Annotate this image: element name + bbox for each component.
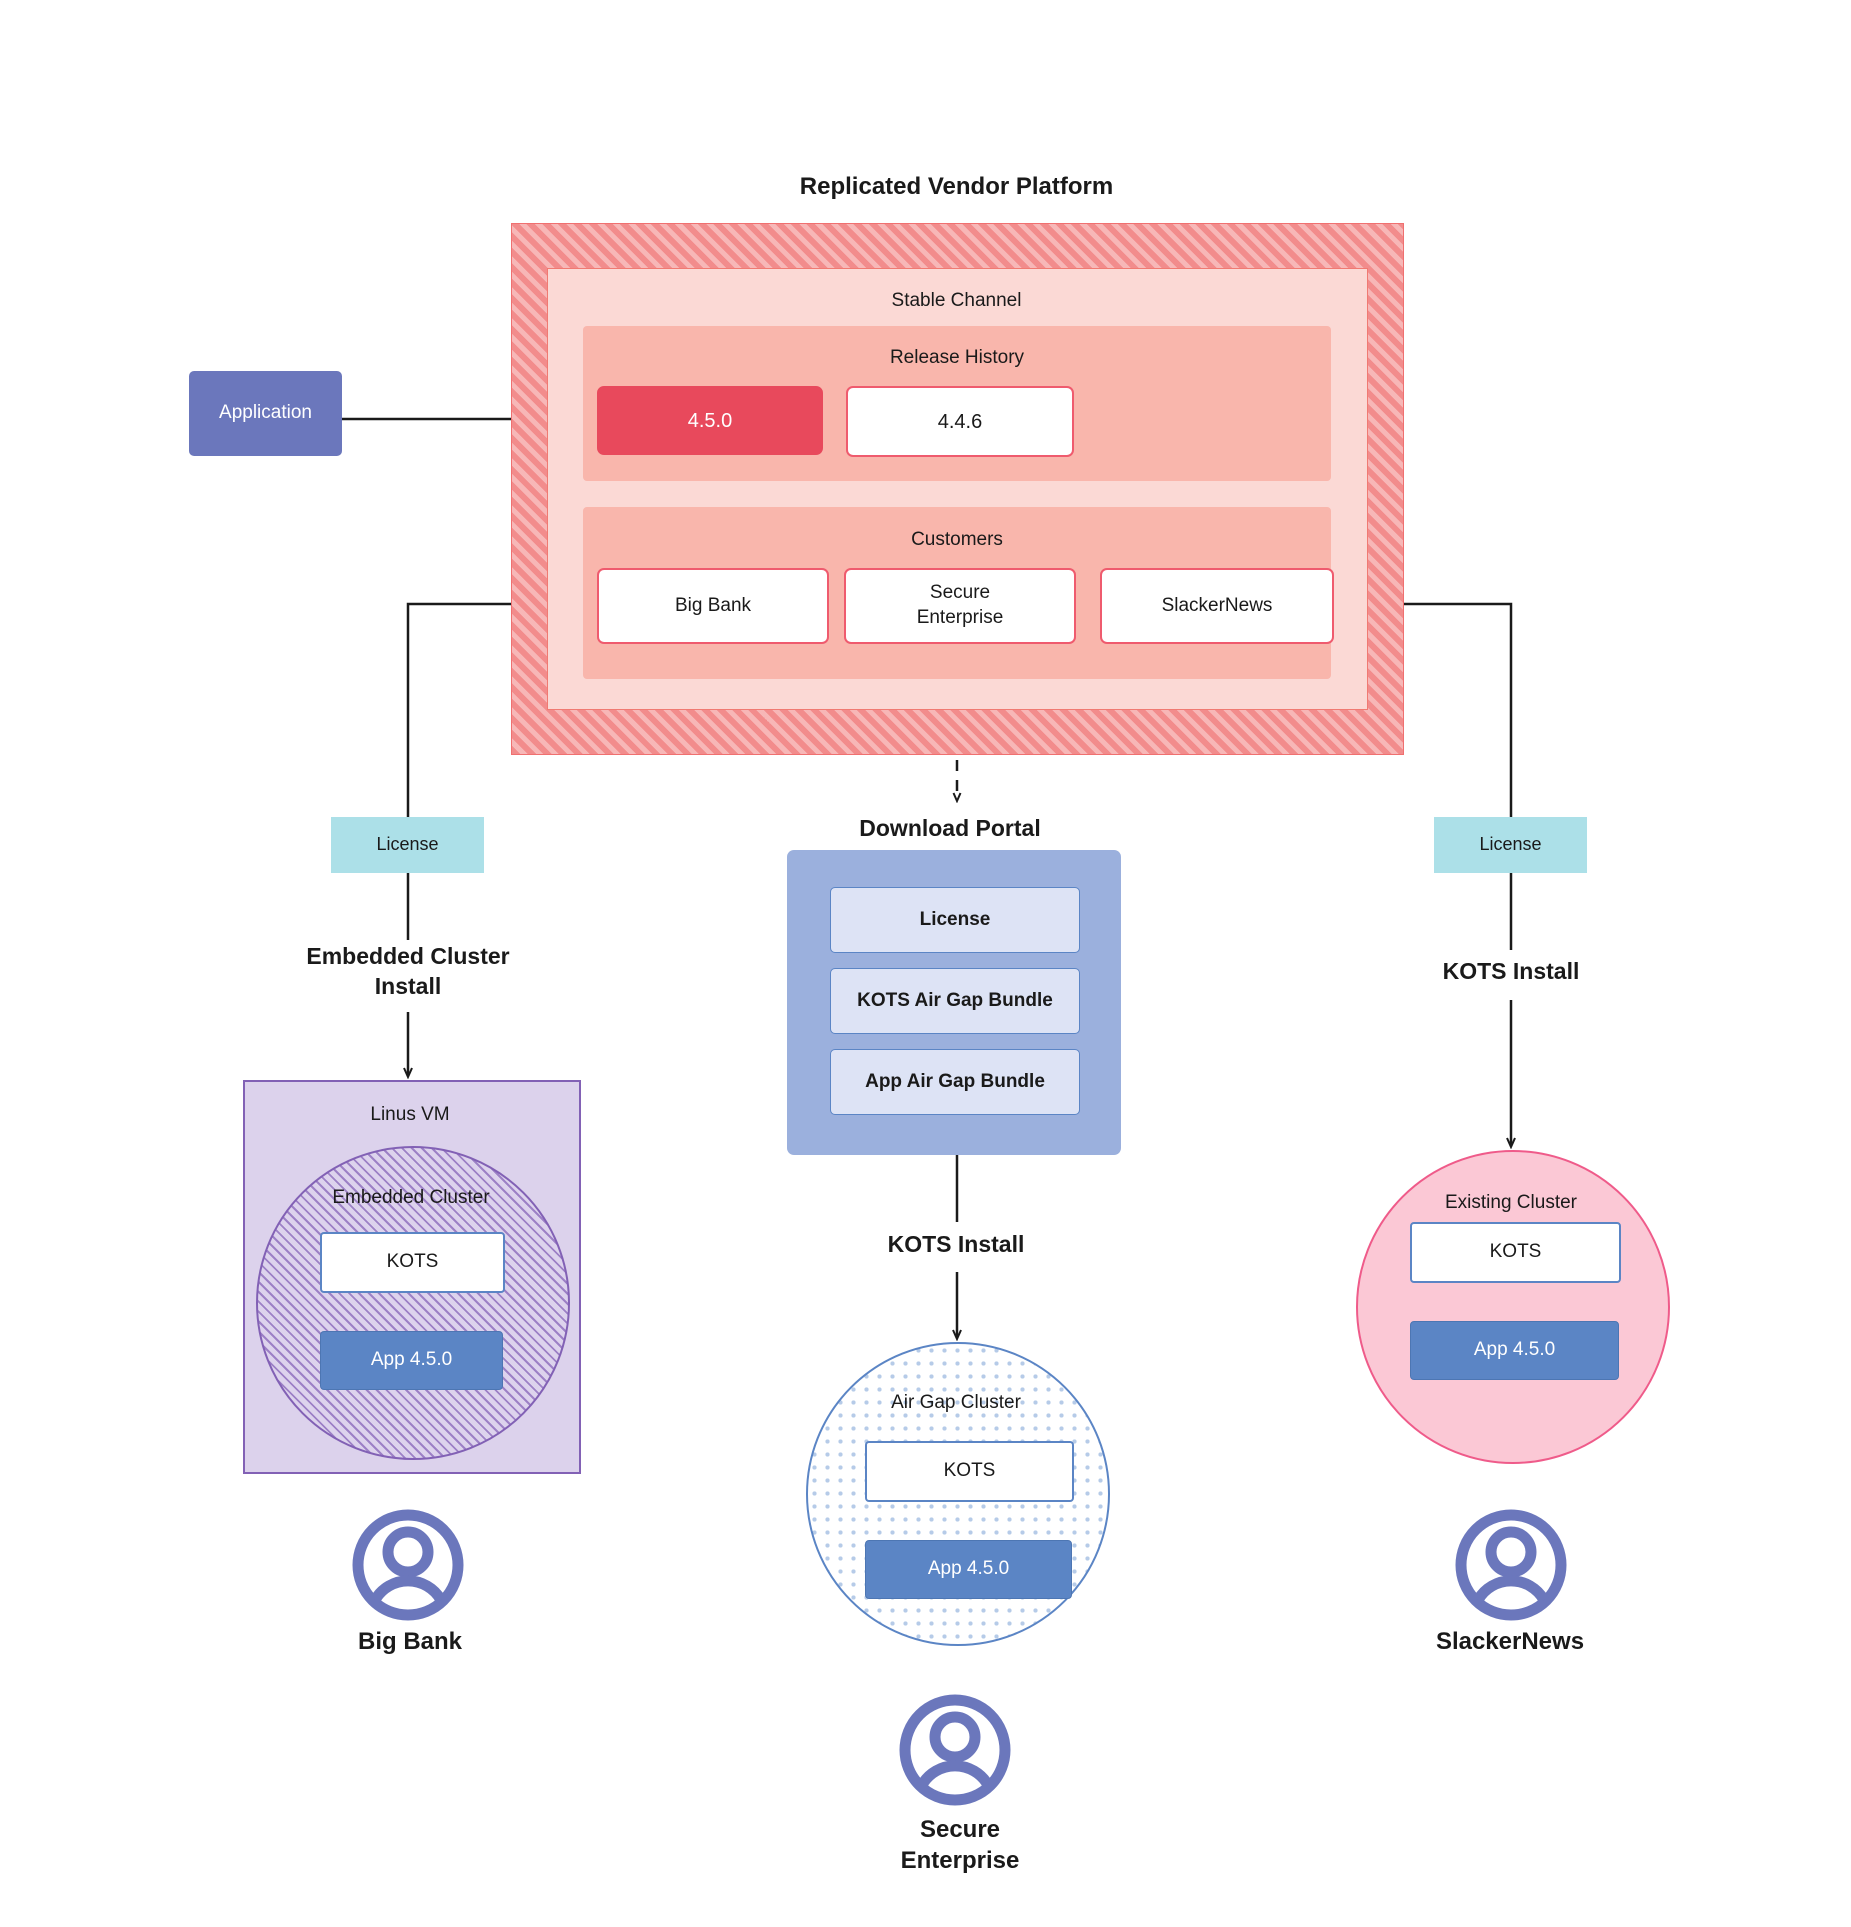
existing-cluster-circle — [1356, 1150, 1670, 1464]
air-gap-cluster-label: Air Gap Cluster — [891, 1391, 1021, 1413]
license-chip-left[interactable]: License — [331, 817, 484, 873]
edge-label-kots-install-middle: KOTS Install — [887, 1231, 1025, 1258]
edge-label-kots-install-right: KOTS Install — [1442, 958, 1580, 985]
application-box[interactable]: Application — [189, 371, 342, 456]
persona-label-big-bank: Big Bank — [357, 1628, 462, 1656]
avatar-slackernews — [1455, 1509, 1567, 1621]
app-box-airgap[interactable]: App 4.5.0 — [865, 1540, 1072, 1599]
download-portal-item-app-air-gap-bundle[interactable]: App Air Gap Bundle — [830, 1049, 1080, 1115]
download-portal-title: Download Portal — [859, 815, 1041, 842]
avatar-secure-enterprise — [899, 1694, 1011, 1806]
download-portal-item-license[interactable]: License — [830, 887, 1080, 953]
release-chip-previous[interactable]: 4.4.6 — [846, 386, 1074, 457]
existing-cluster-label: Existing Cluster — [1445, 1191, 1577, 1213]
kots-box-existing[interactable]: KOTS — [1410, 1222, 1621, 1283]
persona-label-slackernews: SlackerNews — [1435, 1628, 1585, 1656]
embedded-cluster-label: Embedded Cluster — [332, 1186, 490, 1208]
platform-title: Replicated Vendor Platform — [799, 173, 1114, 201]
customer-chip-slackernews[interactable]: SlackerNews — [1100, 568, 1334, 644]
kots-box-airgap[interactable]: KOTS — [865, 1441, 1074, 1502]
kots-box-embedded[interactable]: KOTS — [320, 1232, 505, 1293]
app-box-existing[interactable]: App 4.5.0 — [1410, 1321, 1619, 1380]
customer-chip-big-bank[interactable]: Big Bank — [597, 568, 829, 644]
download-portal-item-kots-air-gap-bundle[interactable]: KOTS Air Gap Bundle — [830, 968, 1080, 1034]
avatar-bigbank — [352, 1509, 464, 1621]
license-chip-right[interactable]: License — [1434, 817, 1587, 873]
embedded-cluster-circle — [256, 1146, 570, 1460]
release-history-label: Release History — [889, 346, 1025, 368]
app-box-embedded[interactable]: App 4.5.0 — [320, 1331, 503, 1390]
customers-label: Customers — [911, 528, 1003, 550]
linus-vm-label: Linus VM — [370, 1103, 450, 1125]
stable-channel-label: Stable Channel — [891, 289, 1022, 311]
release-chip-current[interactable]: 4.5.0 — [597, 386, 823, 455]
